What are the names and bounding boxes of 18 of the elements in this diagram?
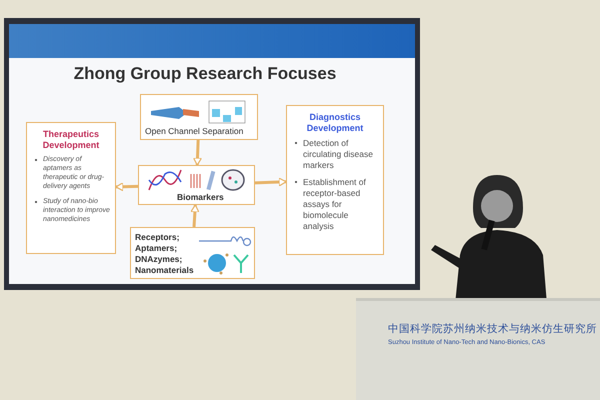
box-label: Biomarkers (177, 192, 224, 202)
bullet-text: Detection of circulating disease markers (303, 138, 374, 171)
bullet-text: Establishment of receptor-based assays for biomolecule analysis (303, 177, 367, 232)
content-box (286, 105, 384, 255)
box-heading: Therapeutics Development (42, 129, 100, 151)
box-label: Open Channel Separation (145, 126, 244, 136)
arrow (115, 182, 138, 192)
arrow (192, 140, 202, 166)
institute-name: 中国科学院苏州纳米技术与纳米仿生研究所 (388, 322, 597, 336)
content-box (26, 122, 116, 254)
arrow (190, 204, 200, 228)
content-box (130, 227, 255, 279)
box-label: Receptors; Aptamers; DNAzymes; Nanomaterials (135, 232, 195, 276)
content-box (138, 165, 255, 205)
slide-title: Zhong Group Research Focuses (72, 64, 338, 84)
content-box (140, 94, 258, 140)
arrow (254, 177, 287, 187)
box-heading: Diagnostics Development (306, 112, 364, 134)
